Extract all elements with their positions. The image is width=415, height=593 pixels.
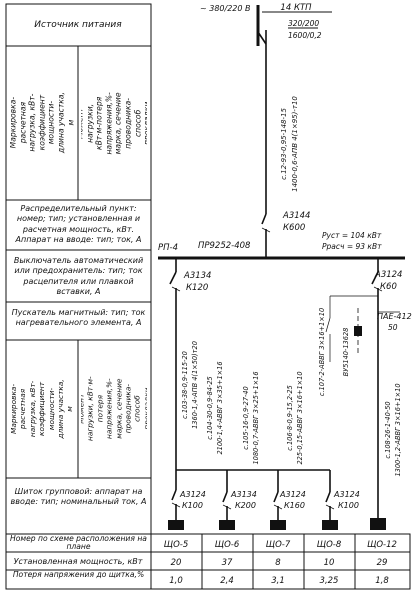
board-shield-icon: [168, 520, 184, 530]
board-breaker-rating: К200: [235, 501, 256, 510]
branch-cable-label: с.103-38-0,9-115-20: [181, 351, 189, 419]
left-breaker-type: А3134: [183, 271, 211, 281]
main-breaker-rating: К600: [283, 223, 305, 233]
load-moment-top-label: Момент нагрузки, кВт·м-потеря напряжения…: [81, 91, 147, 155]
rp-design-power: Pрасч = 93 кВт: [322, 242, 382, 251]
table-loss-cell: 2,4: [220, 576, 234, 586]
table-power-cell: 37: [222, 558, 233, 568]
board-shield-icon: [270, 520, 286, 530]
branch-cable-label: 225-0,15-АВВГ 3×16+1×10: [296, 371, 304, 464]
power-source: ~ 380/220 В 14 КТП 320/200 1600/0,2: [200, 3, 332, 46]
board-shield-icon: [219, 520, 235, 530]
right-breaker-rating: К60: [380, 282, 397, 292]
cable-marking-top-box: Маркировка-расчетная нагрузка, кВт-коэфф…: [10, 92, 74, 154]
motor-branch: ПАЕ-412 50 с.107-2-АВВГ 3×16+1×10 ВУ5140…: [318, 295, 412, 396]
main-cable-label-b: 1400-0,6-АПВ 4(1×95)-т10: [291, 96, 299, 192]
breaker-label-box: Выключатель автоматический или предохран…: [13, 256, 144, 297]
branch-cable-label: 2100-1,4-АВВГ 3×35+1×16: [216, 361, 224, 454]
branch-cable-label: с.105-16-0,9-27-40: [242, 386, 250, 449]
table-number-cell: ЩО-7: [266, 540, 291, 550]
table-number-cell: ЩО-6: [215, 540, 240, 550]
distribution-point-label: Распределительный пункт: номер; тип; уст…: [15, 204, 142, 245]
board-breaker-type: А3124: [279, 490, 306, 499]
table-loss-cell: 3,25: [320, 576, 339, 586]
table-row2-header: Установленная мощность, кВт: [14, 557, 143, 566]
main-cable-label-a: с.12-93-0,95-148-15: [280, 108, 288, 180]
group-board-5: [370, 518, 386, 530]
board-shield-icon: [370, 518, 386, 530]
table-loss-cell: 3,1: [271, 576, 285, 586]
load-moment-bottom-box: Момент нагрузки, кВт·м-потеря напряжения…: [81, 376, 147, 442]
table-loss-cell: 1,8: [375, 576, 389, 586]
branch-wiring: [176, 469, 331, 492]
board-breaker-type: А3124: [179, 490, 206, 499]
starter-label-box: Пускатель магнитный: тип; ток нагревател…: [11, 308, 146, 328]
breaker-label: Выключатель автоматический или предохран…: [13, 256, 144, 297]
table-row1-header: Номер по схеме расположения на плане: [10, 535, 147, 552]
starter-type: ПАЕ-412: [377, 312, 412, 321]
rp-installed-power: Pуст = 104 кВт: [322, 231, 382, 240]
board-breaker-type: А3124: [333, 490, 360, 499]
substation-name: 14 КТП: [280, 3, 312, 13]
source-voltage: ~ 380/220 В: [200, 4, 251, 13]
cable-marking-bottom-box: Маркировка-расчетная нагрузка, кВт-коэфф…: [10, 379, 74, 439]
left-breaker-rating: К120: [186, 283, 208, 293]
rp-type: ПР9252-408: [198, 241, 251, 251]
table-power-cell: 29: [377, 558, 388, 568]
branch-cable-label: 1080-0,7-АВВГ 3×25+1×16: [252, 371, 260, 464]
starter-label: Пускатель магнитный: тип; ток нагревател…: [11, 308, 146, 328]
group-board-1: А3124 К100: [168, 489, 206, 530]
table-power-cell: 10: [324, 558, 335, 568]
branch-cable-label: 1300-1,2-АВВГ 3×16+1×10: [394, 383, 402, 476]
table-loss-cell: 1,0: [169, 576, 183, 586]
distribution-point-box: Распределительный пункт: номер; тип; уст…: [15, 204, 142, 245]
branch-cable-label: 1360-1,4-АПВ 4(1×50)т20: [191, 341, 199, 429]
left-breaker: А3134 К120: [169, 258, 211, 490]
board-breaker-rating: К160: [284, 501, 305, 510]
distribution-point: РП-4 ПР9252-408 Pуст = 104 кВт Pрасч = 9…: [158, 231, 405, 260]
cable-marking-bottom-label: Маркировка-расчетная нагрузка, кВт-коэфф…: [10, 379, 74, 439]
board-breaker-type: А3134: [230, 490, 257, 499]
main-breaker-type: А3144: [282, 211, 310, 221]
label-column: Источник питания Маркировка-расчетная на…: [5, 3, 152, 535]
main-feeder: с.12-93-0,95-148-15 1400-0,6-АПВ 4(1×95)…: [261, 44, 310, 258]
group-board-label: Шиток групповой: аппарат на вводе: тип; …: [10, 487, 147, 507]
motor-device-label: ВУ5140-13628: [342, 328, 350, 377]
right-breaker-type: А3124: [374, 270, 402, 280]
table-row3-header: Потеря напряжения до щитка,%: [12, 571, 145, 579]
branch-cable-label: с.108-26-1-40-50: [384, 401, 392, 458]
table-power-cell: 20: [171, 558, 182, 568]
board-breaker-rating: К100: [182, 501, 203, 510]
table-number-cell: ЩО-12: [367, 540, 397, 550]
power-source-label: Источник питания: [34, 20, 122, 30]
table-row3-header-box: Потеря напряжения до щитка,%: [12, 571, 145, 579]
branch-cable-label: с.106-8-0,9-15,2-25: [286, 385, 294, 451]
group-board-3: А3124 К160: [270, 490, 306, 530]
load-moment-bottom-label: Момент нагрузки, кВт·м-потеря напряжения…: [81, 376, 147, 442]
transformer-rating-1: 320/200: [288, 19, 319, 28]
branch-labels: с.103-38-0,9-115-20 1360-1,4-АПВ 4(1×50)…: [181, 341, 402, 476]
starter-rating: 50: [388, 323, 398, 332]
rp-name: РП-4: [158, 243, 178, 253]
board-breaker-rating: К100: [338, 501, 359, 510]
load-moment-top-box: Момент нагрузки, кВт·м-потеря напряжения…: [81, 91, 147, 155]
table-power-cell: 8: [275, 558, 281, 568]
table-number-cell: ЩО-5: [164, 540, 188, 550]
branch-cable-label: с.104-30-0,9-84-25: [206, 376, 214, 439]
group-board-box: Шиток групповой: аппарат на вводе: тип; …: [10, 487, 147, 507]
table-row1-header-box: Номер по схеме расположения на плане: [10, 535, 147, 552]
table-number-cell: ЩО-8: [317, 540, 342, 550]
motor-cable-label: с.107-2-АВВГ 3×16+1×10: [318, 308, 326, 396]
board-shield-icon: [322, 520, 338, 530]
group-board-2: А3134 К200: [219, 490, 257, 530]
group-board-4: А3124 К100: [322, 490, 360, 530]
summary-table: Номер по схеме расположения на плане Уст…: [5, 533, 411, 590]
cable-marking-top-label: Маркировка-расчетная нагрузка, кВт-коэфф…: [10, 92, 74, 154]
right-breaker: А3124 К60: [371, 258, 402, 518]
transformer-rating-2: 1600/0,2: [288, 31, 322, 40]
